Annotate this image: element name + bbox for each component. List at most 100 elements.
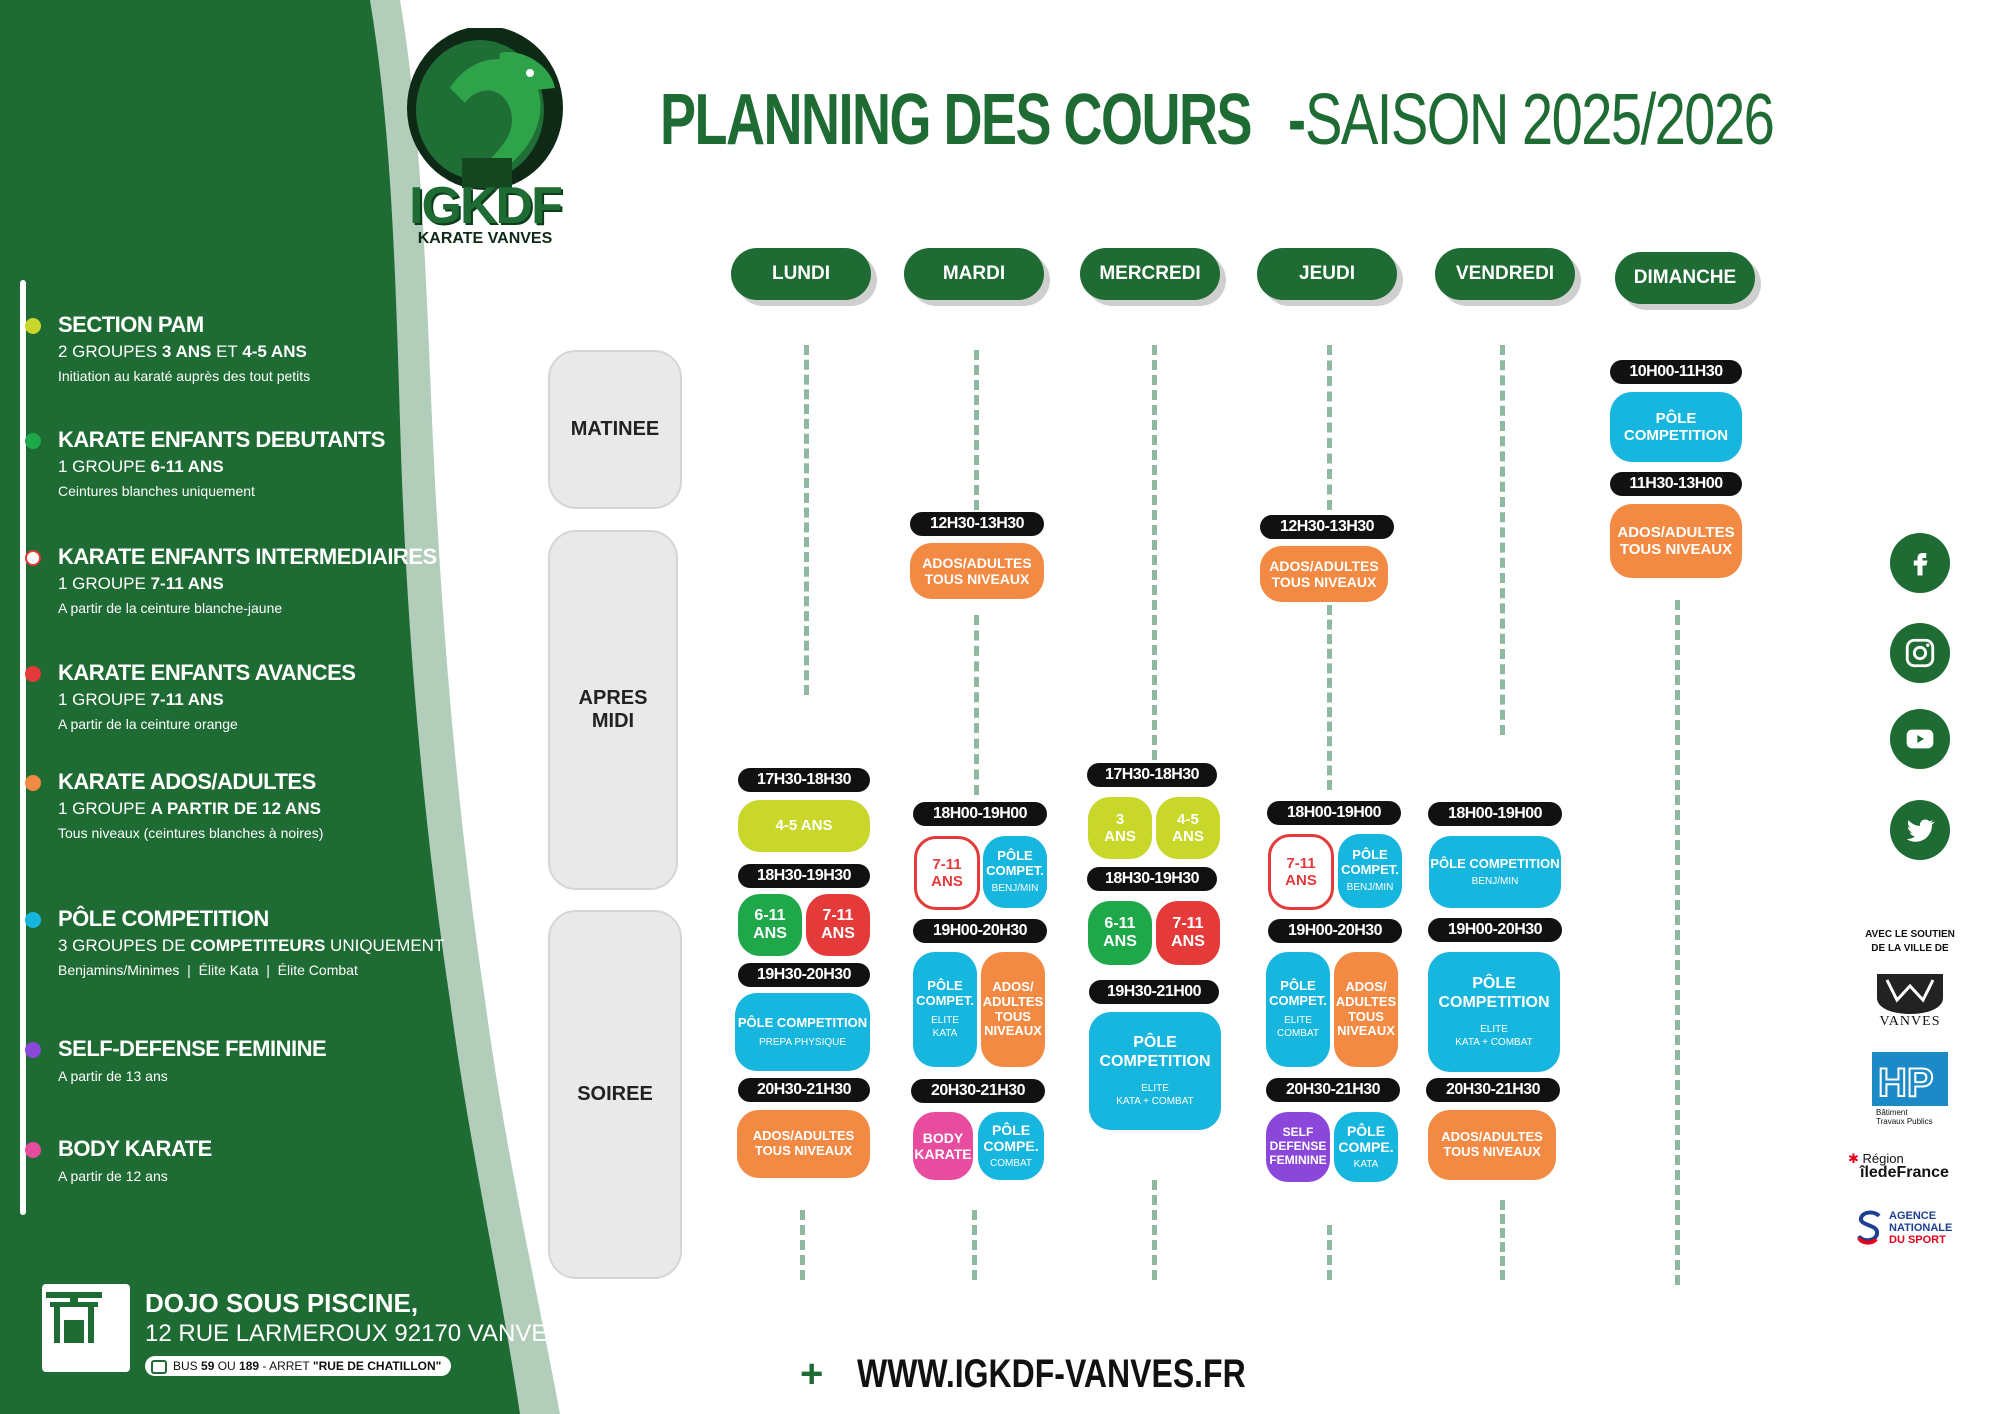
section-dot [25, 433, 41, 449]
timeline-dimanche [1675, 600, 1680, 1285]
section-dot [25, 666, 41, 682]
logo-title: IGKDF [409, 177, 563, 235]
section-groups: 1 GROUPE 6-11 ANS [58, 457, 224, 476]
title-main: PLANNING DES COURS [660, 80, 1253, 160]
timeline-jeudi [1327, 1225, 1332, 1280]
time-slot: 20H30-21H30 [1266, 1078, 1400, 1102]
section-self-defense: SELF-DEFENSE FEMININE A partir de 13 ans [25, 1036, 404, 1084]
timeline-jeudi [1327, 605, 1332, 790]
day-jeudi: JEUDI [1257, 248, 1397, 300]
section-title: KARATE ENFANTS AVANCES [58, 660, 356, 685]
website-url[interactable]: WWW.IGKDF-VANVES.FR [857, 1352, 1247, 1396]
dojo-name: DOJO SOUS PISCINE, [145, 1288, 419, 1318]
ans-s-icon [1857, 1210, 1881, 1245]
section-title: BODY KARATE [58, 1136, 212, 1161]
bus-icon [151, 1359, 167, 1374]
timeline-mardi [974, 615, 979, 795]
section-groups: 3 GROUPES DE COMPETITEURS UNIQUEMENT [58, 936, 445, 955]
plus-icon: + [800, 1352, 824, 1396]
sponsor-caption: AVEC LE SOUTIEN DE LA VILLE DE [1865, 929, 1955, 954]
ans-logo: AGENCE NATIONALE DU SPORT [1855, 1208, 1975, 1252]
section-groups: 1 GROUPE 7-11 ANS [58, 690, 224, 709]
section-description: A partir de 12 ans [58, 1168, 168, 1184]
cobra-logo-icon [407, 28, 563, 190]
timeline-lundi [800, 1210, 805, 1280]
instagram-icon[interactable] [1890, 623, 1950, 683]
dojo-icon [42, 1284, 130, 1372]
section-title: SECTION PAM [58, 312, 204, 337]
section-description: A partir de la ceinture blanche-jaune [58, 600, 283, 616]
logo-subtitle: KARATE VANVES [417, 230, 553, 247]
facebook-icon[interactable] [1890, 533, 1950, 593]
time-slot: 20H30-21H30 [738, 1078, 870, 1102]
section-description: Ceintures blanches uniquement [58, 483, 255, 499]
time-slot: 19H00-20H30 [913, 919, 1047, 943]
section-description: Benjamins/Minimes | Élite Kata | Élite C… [58, 962, 358, 978]
bus-info: BUS 59 OU 189 - ARRET "RUE DE CHATILLON" [145, 1356, 452, 1376]
time-slot: 18H30-19H30 [1087, 867, 1217, 891]
section-ados-adultes: KARATE ADOS/ADULTES 1 GROUPE A PARTIR DE… [25, 769, 404, 841]
page-title: PLANNING DES COURS - SAISON 2025/2026 [660, 80, 1905, 160]
section-dot [25, 775, 41, 791]
section-enfants-avances: KARATE ENFANTS AVANCES 1 GROUPE 7-11 ANS… [25, 660, 404, 732]
section-dot [25, 550, 41, 566]
sidebar-background [0, 0, 560, 1414]
section-dot [25, 1142, 41, 1158]
timeline-mercredi [1152, 345, 1157, 760]
sidebar: SECTION PAM 2 GROUPES 3 ANS ET 4-5 ANS I… [0, 0, 563, 1414]
time-slot: 10H00-11H30 [1610, 360, 1742, 384]
section-dot [25, 912, 41, 928]
title-season: SAISON 2025/2026 [1305, 80, 1775, 160]
twitter-icon[interactable] [1890, 800, 1950, 860]
timeline-jeudi [1327, 345, 1332, 510]
section-pam: SECTION PAM 2 GROUPES 3 ANS ET 4-5 ANS I… [25, 312, 404, 384]
region-idf-logo: ✱ Région îledeFrance [1848, 1151, 1949, 1181]
day-dimanche: DIMANCHE [1615, 252, 1755, 304]
section-groups: 2 GROUPES 3 ANS ET 4-5 ANS [58, 342, 307, 361]
section-dot [25, 1042, 41, 1058]
section-title: KARATE ADOS/ADULTES [58, 769, 316, 794]
vanves-label: VANVES [1879, 1014, 1941, 1029]
day-mercredi: MERCREDI [1080, 248, 1220, 300]
timeline-lundi [804, 345, 809, 695]
time-slot: 19H30-20H30 [738, 963, 870, 987]
timeline-vendredi [1500, 1200, 1505, 1280]
section-enfants-debutants: KARATE ENFANTS DEBUTANTS 1 GROUPE 6-11 A… [25, 427, 404, 499]
section-description: A partir de la ceinture orange [58, 716, 238, 732]
period-soiree: SOIREE [548, 910, 682, 1279]
section-description: A partir de 13 ans [58, 1068, 168, 1084]
youtube-icon[interactable] [1890, 709, 1950, 769]
section-title: SELF-DEFENSE FEMININE [58, 1036, 327, 1061]
section-pole-competition: PÔLE COMPETITION 3 GROUPES DE COMPETITEU… [25, 906, 445, 978]
period-matinee: MATINEE [548, 350, 682, 509]
btp-caption: Bâtiment Travaux Publics [1876, 1108, 1933, 1126]
section-dot [25, 318, 41, 334]
time-slot: 18H30-19H30 [738, 864, 870, 888]
svg-text:HP: HP [1878, 1061, 1934, 1105]
title-separator: - [1288, 80, 1306, 160]
day-mardi: MARDI [904, 248, 1044, 300]
section-body-karate: BODY KARATE A partir de 12 ans [25, 1136, 404, 1184]
website[interactable]: + WWW.IGKDF-VANVES.FR [800, 1352, 1343, 1397]
section-enfants-intermediaires: KARATE ENFANTS INTERMEDIAIRES 1 GROUPE 7… [25, 544, 437, 616]
timeline-mercredi [1152, 1180, 1157, 1280]
class-block: 4-5 ANS [738, 800, 870, 852]
section-groups: 1 GROUPE 7-11 ANS [58, 574, 224, 593]
time-slot: 12H30-13H30 [910, 512, 1044, 536]
